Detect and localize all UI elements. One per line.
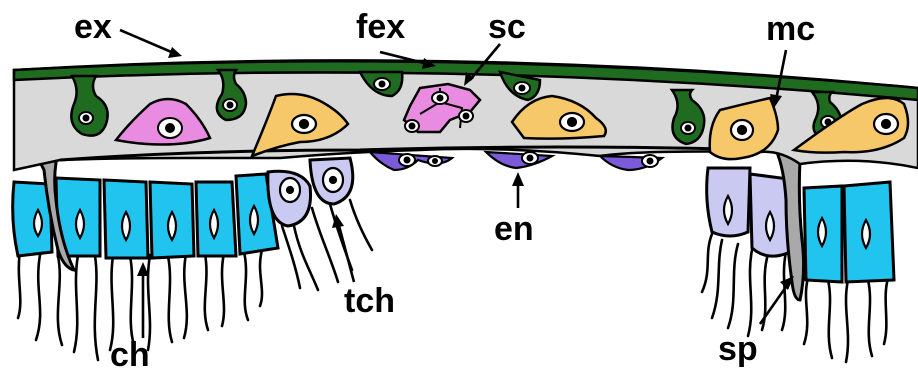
label-fex: fex (356, 8, 405, 46)
label-ex: ex (74, 8, 112, 46)
label-mc: mc (766, 10, 815, 48)
label-tch: tch (344, 282, 395, 320)
label-sp: sp (718, 330, 758, 368)
label-en: en (494, 210, 534, 248)
label-ch: ch (110, 336, 150, 371)
label-sc: sc (488, 8, 526, 46)
